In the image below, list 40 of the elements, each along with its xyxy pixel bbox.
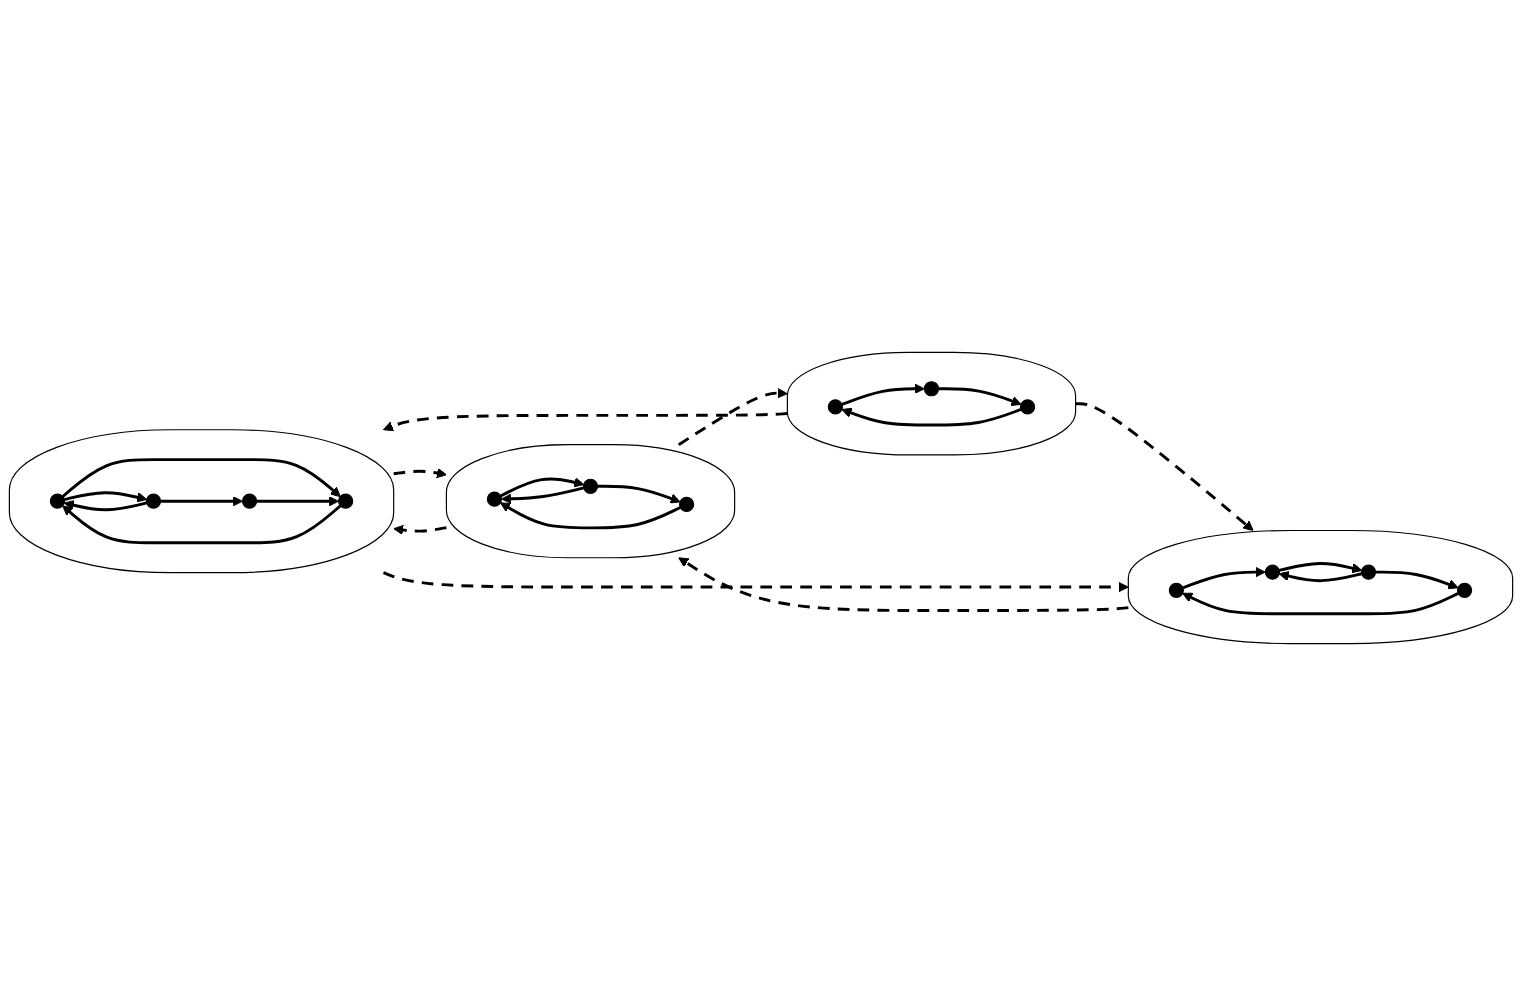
arrow [1375,570,1459,590]
arrow [1182,592,1459,616]
arrow [1182,566,1266,590]
arrow [63,491,148,503]
arrow [62,504,342,545]
node-circle [679,496,695,513]
arrow [160,496,243,507]
node-circle [1456,582,1473,598]
arrow [938,387,1022,406]
node-circle [49,493,66,509]
node-circle [1168,582,1184,598]
arrow [1075,402,1254,531]
arrow [63,500,147,512]
node-circle [1264,564,1281,580]
arrow [841,383,925,406]
node-circle [241,493,258,509]
cluster [445,444,736,559]
arrow [382,571,1129,593]
node-circle [923,381,940,397]
arrow [678,557,1129,612]
arrow [1278,570,1363,583]
node-circle [582,478,599,494]
node-circle [486,491,503,507]
arrow [256,496,340,507]
arrow [393,468,447,479]
arrow [61,458,341,498]
node-circle [145,493,162,509]
arrow [1278,562,1363,574]
arrow [383,412,788,432]
arrow [500,477,585,498]
arrow [393,524,447,536]
node-circle [1019,399,1036,415]
node-circle [338,493,354,509]
arrow [677,388,788,446]
arrow [597,484,681,504]
arrow [841,407,1022,427]
arrow [501,486,585,504]
node-circle [827,399,843,415]
arrow [500,502,681,530]
node-circle [1360,564,1377,580]
